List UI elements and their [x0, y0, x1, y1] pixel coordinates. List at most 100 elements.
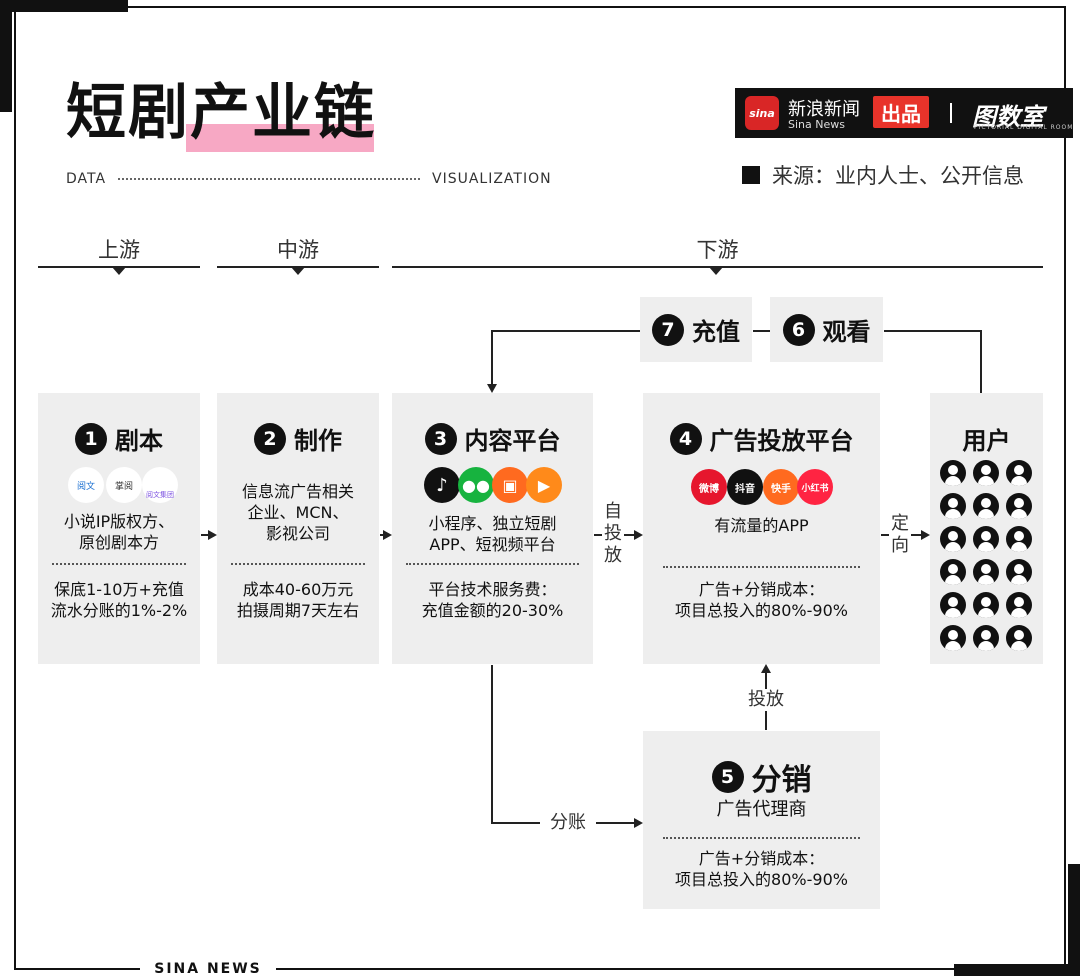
arrow-line [380, 534, 384, 536]
node-title: 用户 [962, 427, 1011, 455]
node-header: 3 内容平台 [392, 421, 593, 456]
viz-label: VISUALIZATION [432, 171, 552, 187]
user-icon [1006, 460, 1032, 486]
user-icon [940, 460, 966, 486]
node-ad-platform: 4 广告投放平台 微博 抖音 快手 小红书 有流量的APP 广告+分销成本： 项… [643, 393, 880, 664]
dotted-divider [663, 837, 860, 839]
node-title: 观看 [822, 318, 871, 346]
stage-pointer-icon [709, 267, 723, 275]
node-title: 制作 [294, 427, 342, 455]
stage-midstream: 中游 [277, 238, 319, 262]
edge-label-self-deliver: 自 投 放 [602, 501, 624, 567]
node-title: 分销 [751, 763, 812, 798]
user-icon [1006, 526, 1032, 552]
user-icon [940, 493, 966, 519]
user-icon [1006, 559, 1032, 585]
edge-label-targeted: 定 向 [889, 513, 911, 557]
brand-name-en: Sina News [788, 118, 845, 131]
title-highlight [186, 124, 374, 152]
stage-pointer-icon [112, 267, 126, 275]
sina-logo: sina [745, 96, 779, 130]
node-user: 用户 [930, 393, 1043, 664]
node-fee: 成本40-60万元 拍摄周期7天左右 [236, 580, 360, 620]
dotted-divider [52, 563, 186, 565]
node-watch: 6 观看 [770, 297, 883, 362]
arrow-down-icon [487, 384, 497, 393]
pictorial-room-logo: 图数室 [972, 103, 1044, 131]
kuaishou-icon: ▣ [492, 467, 528, 503]
douyin-icon: ♪ [424, 467, 460, 503]
source-text: 来源：业内人士、公开信息 [772, 164, 1024, 188]
user-icon [973, 592, 999, 618]
video-play-icon: ▶ [526, 467, 562, 503]
node-header: 4 广告投放平台 [643, 421, 880, 456]
dotted-divider [231, 563, 365, 565]
user-icon [973, 625, 999, 651]
node-recharge: 7 充值 [640, 297, 752, 362]
node-fee: 保底1-10万+充值 流水分账的1%-2% [50, 580, 188, 620]
node-fee: 广告+分销成本： 项目总投入的80%-90% [675, 580, 848, 620]
pictorial-room-sub: PICTORIAL DIGITAL ROOM [974, 124, 1074, 131]
node-script: 1 剧本 阅文 掌阅 阅文集团 小说IP版权方、 原创剧本方 保底1-10万+充… [38, 393, 200, 664]
dotted-divider [118, 178, 420, 180]
step-number: 3 [424, 422, 457, 455]
produce-badge: 出品 [873, 96, 929, 128]
node-title: 剧本 [115, 427, 163, 455]
user-icon [1006, 625, 1032, 651]
step-number: 1 [75, 422, 107, 455]
node-production: 2 制作 信息流广告相关 企业、MCN、 影视公司 成本40-60万元 拍摄周期… [217, 393, 379, 664]
arrow-right-icon [208, 530, 217, 540]
step-number: 5 [711, 761, 744, 793]
yuewen-group-logo-icon: 阅文集团 [142, 467, 178, 503]
weibo-icon: 微博 [691, 469, 727, 505]
edge-label-deliver: 投放 [744, 689, 788, 711]
node-desc: 小说IP版权方、 原创剧本方 [63, 512, 175, 552]
arrow-line [491, 330, 493, 385]
user-icon [973, 559, 999, 585]
yuewen-logo-icon: 阅文 [68, 467, 104, 503]
brand-separator [950, 103, 952, 123]
node-header: 2 制作 [217, 421, 379, 456]
step-number: 2 [254, 422, 286, 455]
node-fee: 广告+分销成本： 项目总投入的80%-90% [675, 849, 848, 889]
step-number: 4 [669, 422, 702, 455]
user-icon [1006, 493, 1032, 519]
arrow-line [884, 330, 982, 332]
arrow-line [980, 330, 982, 393]
user-icon [1006, 592, 1032, 618]
step-number: 7 [652, 313, 684, 346]
user-icon [940, 592, 966, 618]
corner-mark [1068, 864, 1080, 976]
dotted-divider [406, 563, 579, 565]
user-icon [940, 559, 966, 585]
footer-brand: SINA NEWS [140, 958, 276, 980]
stage-pointer-icon [291, 267, 305, 275]
user-icon [973, 460, 999, 486]
wechat-icon: ●● [458, 467, 494, 503]
data-label: DATA [66, 171, 107, 187]
user-icon [973, 493, 999, 519]
stage-upstream: 上游 [98, 238, 140, 262]
douyin-icon: 抖音 [727, 469, 763, 505]
source-square-icon [742, 166, 760, 184]
arrow-right-icon [634, 530, 643, 540]
user-icon [940, 526, 966, 552]
node-title: 充值 [692, 318, 740, 346]
node-desc: 信息流广告相关 企业、MCN、 影视公司 [241, 482, 354, 543]
node-desc: 广告代理商 [716, 799, 807, 820]
page-title: 短剧产业链 [66, 78, 376, 148]
node-title: 内容平台 [464, 427, 561, 455]
arrow-line [201, 534, 208, 536]
node-distribution: 5 分销 广告代理商 广告+分销成本： 项目总投入的80%-90% [643, 731, 880, 909]
arrow-line [491, 330, 640, 332]
step-number: 6 [782, 313, 815, 346]
arrow-up-icon [761, 664, 771, 673]
stage-downstream: 下游 [696, 238, 739, 262]
arrow-line [491, 665, 493, 823]
corner-mark [954, 964, 1080, 976]
user-icon [940, 625, 966, 651]
brand-name-cn: 新浪新闻 [788, 99, 860, 120]
user-icon [973, 526, 999, 552]
arrow-right-icon [921, 530, 930, 540]
node-header: 5 分销 [643, 755, 880, 799]
